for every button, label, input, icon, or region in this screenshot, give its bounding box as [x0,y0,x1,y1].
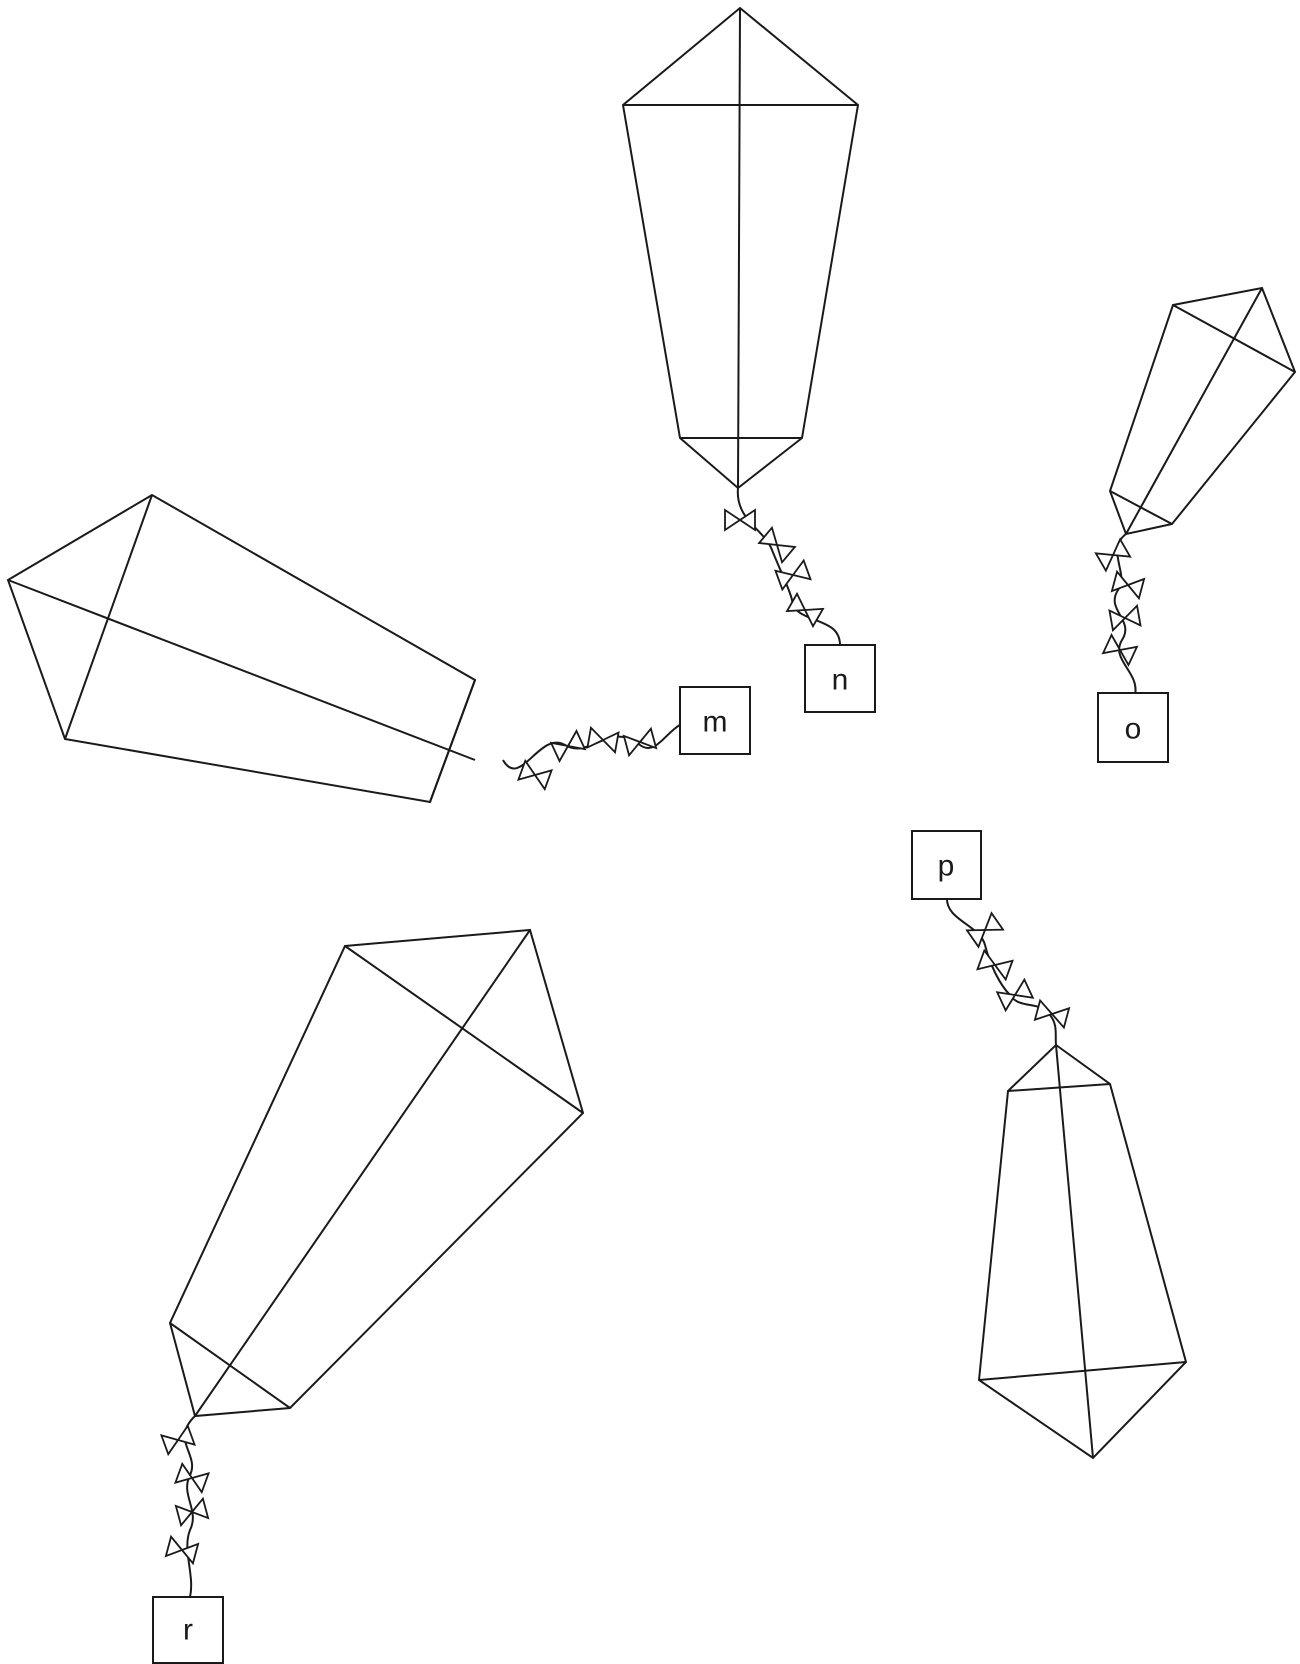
kite-p-bow-3 [995,977,1035,1013]
kite-r-outline [168,928,585,1418]
kite-o: o [1094,286,1297,763]
kite-m: m [6,493,751,804]
kite-p-outline [977,1043,1188,1460]
kite-r-label-box [152,1596,224,1664]
kite-p-bow-4 [1033,998,1071,1030]
kite-m-bow-1 [516,758,554,792]
kite-n-label-box [804,644,876,713]
kite-o-outline [1108,286,1297,536]
kite-p-label: p [938,850,955,883]
kite-n-bow-1 [724,508,756,532]
kite-m-label-box [679,686,751,755]
kite-n-bow-3 [774,558,812,592]
kite-m-outline [6,493,477,804]
kite-m-bow-2 [549,729,587,763]
kite-r-tail-string [183,1415,196,1598]
kite-n-outline [621,6,860,490]
kite-m-bow-3 [586,725,620,755]
kite-n-bow-2 [757,525,797,565]
kite-o-bow-3 [1108,603,1142,633]
kite-p-bow-1 [965,911,1005,949]
kite-r-bow-2 [173,1461,211,1495]
kite-m-tail-string [502,719,701,770]
kite-m-bow-4 [622,726,658,758]
kite-o-bow-2 [1110,569,1146,601]
kite-p: p [911,830,1188,1460]
kite-n-label: n [832,664,849,697]
kite-p-bow-2 [976,948,1014,982]
kite-n-bow-4 [785,591,825,629]
kite-r-bow-1 [159,1423,197,1457]
kite-m-label: m [703,706,728,739]
kite-p-label-box [911,830,982,900]
kite-o-label: o [1125,713,1142,746]
kite-o-bow-1 [1094,537,1132,573]
kite-r-bow-4 [164,1534,200,1566]
kite-n: n [621,6,876,713]
kite-r-label: r [183,1614,193,1647]
kite-r: r [152,928,585,1664]
kite-o-bow-4 [1101,633,1139,667]
kite-r-bow-3 [174,1496,210,1528]
kite-o-label-box [1097,692,1169,763]
